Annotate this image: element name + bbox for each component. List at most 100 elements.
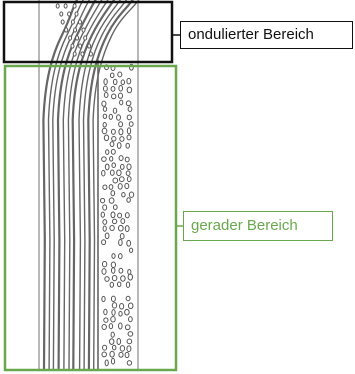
medulla-cell bbox=[103, 86, 107, 91]
medulla-cell bbox=[110, 282, 113, 287]
medulla-cell bbox=[102, 269, 106, 275]
medulla-cell bbox=[120, 137, 124, 142]
medulla-cell bbox=[103, 114, 106, 118]
medulla-cell bbox=[127, 128, 130, 134]
medulla-cell bbox=[105, 360, 108, 366]
medulla-cell bbox=[128, 274, 132, 280]
medulla-cell bbox=[119, 323, 123, 329]
medulla-cell bbox=[127, 115, 131, 120]
medulla-cell bbox=[102, 157, 107, 162]
medulla-cell bbox=[127, 135, 131, 140]
medulla-cell bbox=[112, 137, 116, 141]
medulla-cell bbox=[117, 282, 120, 287]
medulla-cell bbox=[125, 226, 129, 232]
medulla-cell bbox=[110, 142, 114, 147]
medulla-cell bbox=[118, 225, 123, 231]
medulla-cell bbox=[112, 254, 115, 259]
medulla-cell bbox=[126, 296, 130, 301]
medulla-cell bbox=[111, 317, 116, 322]
wavy-region-label: ondulierter Bereich bbox=[180, 21, 353, 49]
medulla-cell bbox=[61, 20, 64, 24]
medulla-cell bbox=[88, 44, 91, 48]
medulla-cell bbox=[104, 135, 108, 141]
medulla-cell bbox=[113, 108, 116, 113]
medulla-cell bbox=[89, 52, 92, 56]
medulla-cell bbox=[76, 36, 79, 40]
medulla-cell bbox=[71, 44, 74, 48]
medulla-cell bbox=[120, 304, 124, 310]
medulla-cell bbox=[126, 101, 131, 106]
medulla-cell bbox=[121, 80, 124, 85]
medulla-cell bbox=[127, 346, 131, 352]
medulla-cell bbox=[68, 12, 71, 16]
medulla-cell bbox=[110, 225, 114, 230]
medulla-cell bbox=[103, 220, 107, 225]
medulla-cell bbox=[112, 303, 116, 309]
medulla-cell bbox=[103, 345, 107, 350]
medulla-cell bbox=[111, 86, 115, 91]
medulla-cell bbox=[125, 183, 129, 188]
medulla-cell bbox=[120, 234, 124, 239]
medulla-cell bbox=[103, 205, 107, 210]
medulla-cell bbox=[112, 345, 115, 350]
medulla-cell bbox=[110, 170, 114, 175]
medulla-cell bbox=[119, 156, 123, 161]
medulla-cell bbox=[129, 192, 133, 197]
medulla-cell bbox=[128, 332, 133, 337]
medulla-cell bbox=[69, 36, 72, 40]
medulla-cell bbox=[79, 20, 82, 24]
medulla-cell bbox=[112, 275, 117, 280]
medulla-cell bbox=[112, 163, 116, 168]
medulla-cell bbox=[118, 213, 122, 218]
medulla-cell bbox=[111, 296, 115, 301]
medulla-cell bbox=[82, 28, 85, 32]
medulla-cell bbox=[129, 248, 132, 252]
medulla-cell bbox=[65, 28, 68, 32]
medulla-cell bbox=[127, 177, 131, 182]
medulla-cell bbox=[119, 352, 123, 357]
medulla-cell bbox=[110, 157, 113, 162]
medulla-cell bbox=[119, 268, 123, 273]
medulla-cell bbox=[120, 164, 124, 169]
medulla-cell bbox=[103, 226, 106, 231]
medulla-cell bbox=[119, 240, 123, 246]
medulla-cell bbox=[112, 94, 116, 99]
medulla-cell bbox=[60, 12, 63, 16]
medulla-cell bbox=[126, 143, 129, 148]
medulla-cell bbox=[102, 170, 105, 176]
medulla-cell bbox=[119, 122, 123, 127]
medulla-cell bbox=[112, 310, 115, 316]
medulla-cell bbox=[103, 107, 106, 111]
medulla-cell bbox=[113, 178, 118, 183]
medulla-cell bbox=[102, 352, 107, 357]
medulla-cell bbox=[119, 254, 123, 259]
medulla-cell bbox=[109, 339, 113, 345]
medulla-cell bbox=[119, 129, 123, 135]
medulla-cell bbox=[101, 198, 105, 203]
medulla-cell bbox=[104, 318, 108, 323]
medulla-cell bbox=[109, 185, 113, 190]
medulla-cell bbox=[118, 184, 122, 189]
medulla-cell bbox=[127, 164, 131, 170]
medulla-cell bbox=[113, 79, 117, 84]
medulla-cell bbox=[106, 150, 109, 155]
medulla-cell bbox=[126, 282, 129, 288]
medulla-cell bbox=[119, 85, 123, 91]
medulla-cell bbox=[111, 262, 115, 268]
medulla-cell bbox=[79, 44, 82, 48]
medulla-cell bbox=[122, 193, 125, 197]
medulla-cell bbox=[105, 277, 109, 282]
medulla-cell bbox=[84, 36, 87, 40]
medulla-cell bbox=[102, 325, 106, 330]
medulla-cell bbox=[81, 52, 84, 56]
medulla-cell bbox=[102, 240, 106, 245]
medulla-cell bbox=[129, 317, 133, 322]
hair-strand-illustration bbox=[38, 0, 140, 369]
medulla-cell bbox=[120, 100, 123, 105]
medulla-cell bbox=[103, 123, 106, 128]
medulla-cell bbox=[101, 212, 104, 217]
medulla-cell bbox=[111, 149, 115, 154]
medulla-cell bbox=[111, 212, 115, 218]
medulla-cell bbox=[127, 87, 132, 93]
medulla-cell bbox=[118, 93, 122, 98]
